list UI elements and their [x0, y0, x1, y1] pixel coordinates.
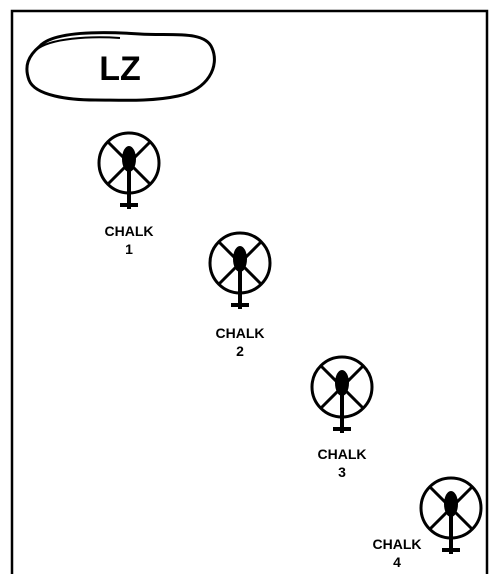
- helicopter-rotor-circle-icon: [97, 131, 161, 209]
- chalk-1: CHALK 1: [97, 131, 161, 257]
- chalk-2-number: 2: [236, 343, 244, 359]
- chalk-2-word: CHALK: [216, 325, 265, 341]
- chalk-1-number: 1: [125, 241, 133, 257]
- chalk-4-word: CHALK: [373, 536, 422, 552]
- chalk-1-word: CHALK: [105, 223, 154, 239]
- chalk-4: CHALK 4: [373, 476, 483, 570]
- helicopter-rotor-circle-icon: [310, 355, 374, 433]
- landing-zone: LZ: [25, 31, 216, 102]
- chalk-3-number: 3: [338, 464, 346, 480]
- helicopter-rotor-circle-icon: [208, 231, 272, 309]
- chalk-4-number: 4: [393, 554, 401, 570]
- landing-zone-label: LZ: [99, 50, 141, 88]
- chalk-3-word: CHALK: [318, 446, 367, 462]
- diagram-border: [10, 9, 489, 574]
- helicopter-rotor-circle-icon: [419, 476, 483, 554]
- landing-zone-outline-stroke: [35, 36, 121, 51]
- landing-zone-outline: [25, 31, 216, 102]
- chalk-3: CHALK 3: [310, 355, 374, 480]
- chalk-2: CHALK 2: [208, 231, 272, 359]
